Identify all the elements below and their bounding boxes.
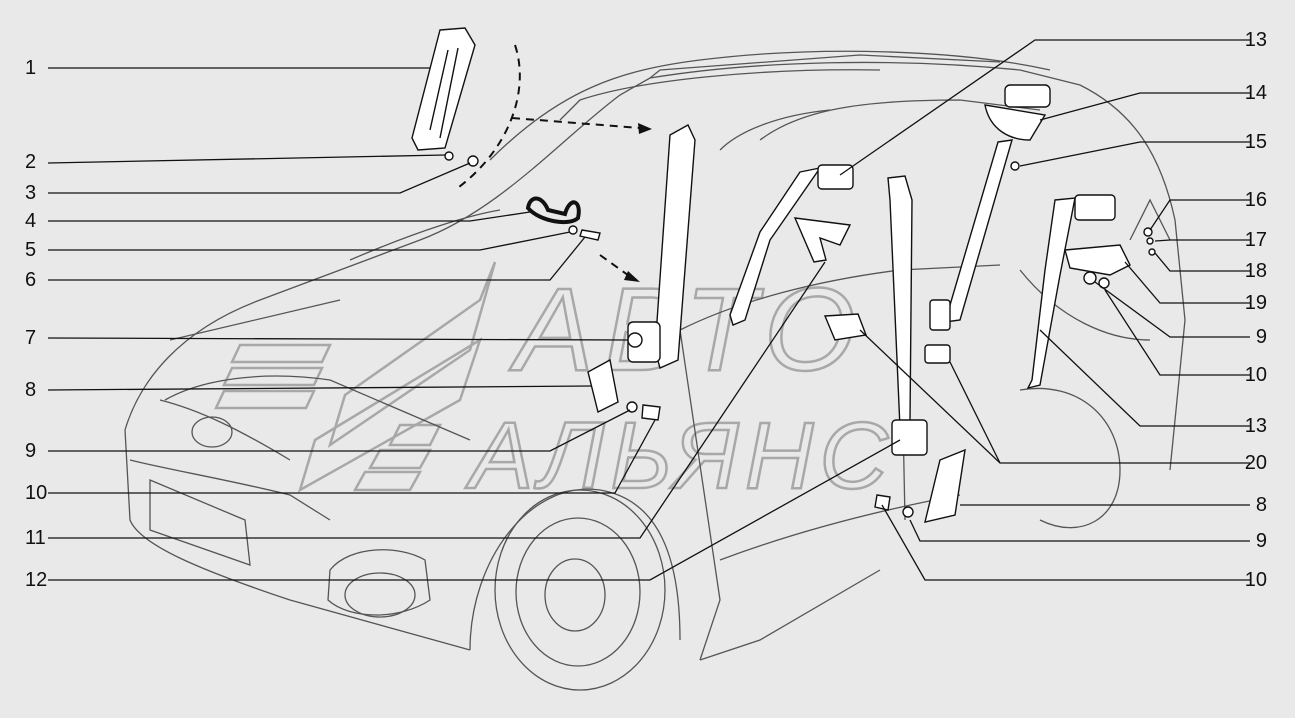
callout-1: 1 — [25, 57, 37, 79]
part-19-belt — [1026, 197, 1076, 390]
part-9-washer-left — [626, 401, 638, 413]
part-14-cover — [984, 104, 1047, 141]
watermark-text-line2: АЛЬЯНС — [465, 403, 894, 509]
callout-12: 12 — [25, 569, 48, 591]
callout-15: 15 — [1244, 131, 1267, 153]
dashed-arrows — [454, 44, 641, 279]
callout-3: 3 — [25, 182, 37, 204]
callout-20: 20 — [1244, 452, 1267, 474]
callout-10-right: 10 — [1244, 569, 1267, 591]
part-8-plate-right — [924, 448, 966, 523]
part-9-washer-right — [902, 506, 914, 518]
callout-10-rear: 10 — [1244, 364, 1267, 386]
part-19-bracket — [1064, 244, 1131, 276]
part-12-bracket — [793, 217, 852, 263]
callout-9-right: 9 — [1255, 530, 1267, 552]
callout-8-right: 8 — [1255, 494, 1267, 516]
part-3-bolt — [467, 155, 479, 167]
callout-6: 6 — [25, 269, 37, 291]
callout-4: 4 — [25, 210, 37, 232]
callout-13: 13 — [1244, 29, 1267, 51]
part-11-belt — [729, 166, 822, 326]
callout-17: 17 — [1244, 229, 1267, 251]
part-18-bolt — [1148, 248, 1156, 256]
callout-10: 10 — [25, 482, 48, 504]
watermark: АВТО АЛЬЯНС — [214, 261, 894, 510]
part-10-bolt-right — [874, 494, 891, 511]
part-9-washer-rear — [1083, 271, 1097, 285]
part-8-plate-left — [587, 358, 619, 414]
callout-16: 16 — [1244, 189, 1267, 211]
leader-lines — [47, 39, 1250, 581]
part-14-belt — [944, 139, 1013, 323]
seatbelt-parts — [411, 27, 1156, 523]
callout-13-rear: 13 — [1244, 415, 1267, 437]
part-13-retractor-rear — [1074, 194, 1116, 221]
part-17-washer — [1146, 237, 1154, 245]
callout-8: 8 — [25, 379, 37, 401]
part-20-belt — [887, 175, 913, 430]
part-13-retractor-top — [817, 164, 854, 190]
part-4-handle — [525, 196, 581, 225]
part-14-retractor — [1004, 84, 1051, 108]
callout-18: 18 — [1244, 260, 1267, 282]
part-10-bolt-left — [641, 404, 661, 421]
part-15-clip — [1010, 161, 1020, 171]
part-5-washer — [568, 225, 578, 235]
callout-9-rear: 9 — [1255, 326, 1267, 348]
callout-2: 2 — [25, 151, 37, 173]
callout-14: 14 — [1244, 82, 1267, 104]
part-1-module — [411, 27, 476, 151]
callout-5: 5 — [25, 239, 37, 261]
callout-9: 9 — [25, 440, 37, 462]
watermark-logo — [214, 261, 497, 493]
callout-7: 7 — [25, 327, 37, 349]
part-5-bolt — [579, 229, 601, 241]
callout-11: 11 — [25, 527, 46, 549]
part-2-washer — [444, 151, 454, 161]
callout-19: 19 — [1244, 292, 1267, 314]
